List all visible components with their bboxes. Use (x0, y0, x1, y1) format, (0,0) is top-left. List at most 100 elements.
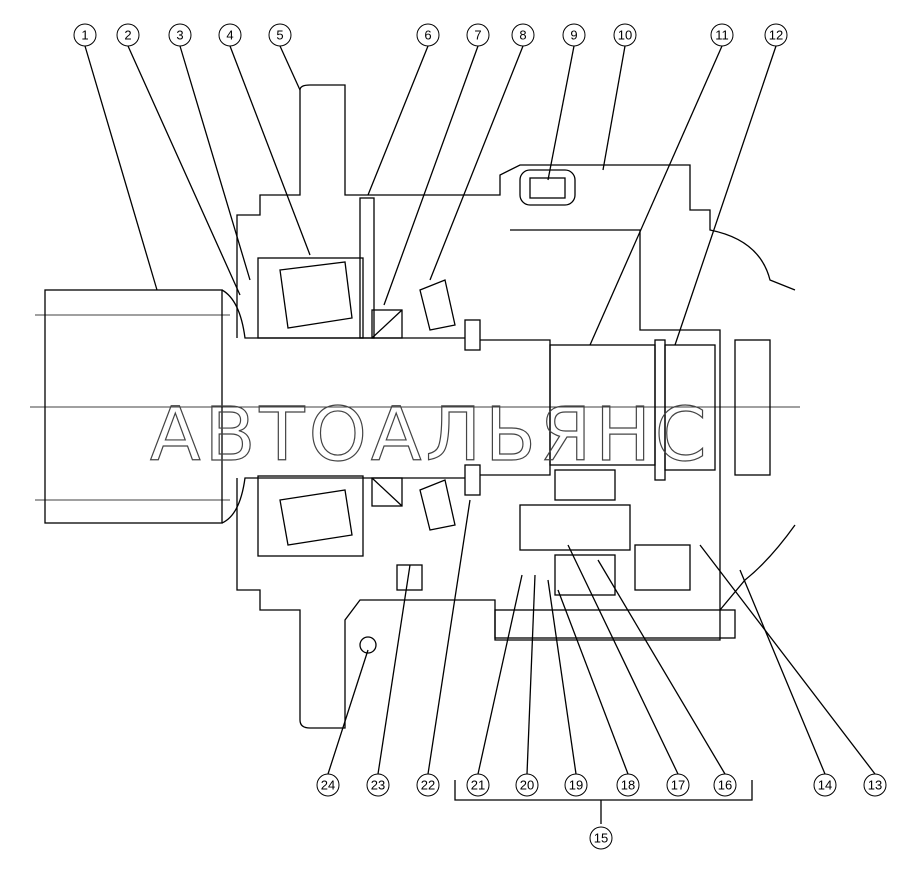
callout-20: 20 (515, 574, 539, 797)
callout-label: 20 (520, 778, 534, 793)
leader-line (179, 45, 251, 281)
callout-5: 5 (268, 23, 301, 91)
callout-circle (73, 23, 97, 47)
callout-12: 12 (674, 23, 788, 346)
leader-line (602, 45, 626, 171)
callout-circle (713, 773, 737, 797)
callout-label: 11 (715, 28, 729, 43)
watermark: АВТОАЛЬЯНС (150, 392, 711, 478)
callout-label: 5 (276, 28, 283, 43)
leader-line (383, 45, 479, 306)
leader-line (229, 45, 311, 256)
callout-label: 4 (226, 28, 233, 43)
callout-circle (562, 23, 586, 47)
callout-circle (466, 23, 490, 47)
leader-line (377, 564, 411, 775)
leader-line (427, 499, 471, 775)
callout-label: 13 (868, 778, 882, 793)
leader-line (526, 574, 536, 775)
leader-line (477, 574, 523, 775)
callout-19: 19 (547, 579, 588, 797)
callout-circle (813, 773, 837, 797)
callout-label: 7 (474, 28, 481, 43)
callout-circle (168, 23, 192, 47)
callout-16: 16 (597, 559, 737, 797)
callout-17: 17 (567, 544, 690, 797)
callout-label: 6 (424, 28, 431, 43)
callout-circle (416, 773, 440, 797)
leader-line (327, 649, 369, 775)
leader-line (367, 45, 429, 196)
leader-line (674, 45, 777, 346)
callout-label: 19 (569, 778, 583, 793)
callout-label: 1 (81, 28, 88, 43)
callout-label: 12 (769, 28, 783, 43)
callout-label: 23 (371, 778, 385, 793)
callout-9: 9 (547, 23, 586, 181)
callout-label: 10 (618, 28, 632, 43)
callout-circle (316, 773, 340, 797)
callout-label: 2 (124, 28, 131, 43)
callout-label: 17 (671, 778, 685, 793)
callout-label: 8 (519, 28, 526, 43)
callout-13: 13 (699, 544, 887, 797)
callout-4: 4 (218, 23, 311, 256)
callout-22: 22 (416, 499, 471, 797)
callout-label: 14 (818, 778, 832, 793)
callout-label: 21 (471, 778, 485, 793)
callout-circle (466, 773, 490, 797)
callout-circle (613, 23, 637, 47)
callout-circle (564, 773, 588, 797)
callout-21: 21 (466, 574, 523, 797)
leader-line (279, 45, 301, 91)
callout-circle (589, 826, 613, 850)
callout-label: 22 (421, 778, 435, 793)
leader-line (547, 579, 577, 775)
callout-label: 15 (594, 831, 608, 846)
leader-line (547, 45, 575, 181)
callout-6: 6 (367, 23, 440, 196)
part-drawing (30, 84, 800, 729)
leader-line (127, 45, 241, 296)
leader-line (557, 589, 629, 775)
callout-10: 10 (602, 23, 637, 171)
leader-line (597, 559, 726, 775)
callout-circle (511, 23, 535, 47)
leader-line (567, 544, 679, 775)
callout-circle (666, 773, 690, 797)
leader-line (84, 45, 158, 291)
callout-8: 8 (429, 23, 535, 281)
callout-label: 18 (621, 778, 635, 793)
callout-circle (710, 23, 734, 47)
callout-circle (863, 773, 887, 797)
callout-15: 15 (589, 826, 613, 850)
callout-11: 11 (589, 23, 734, 346)
callout-14: 14 (739, 569, 837, 797)
callout-circle (116, 23, 140, 47)
callout-24: 24 (316, 649, 369, 797)
leader-line (739, 569, 826, 775)
callout-18: 18 (557, 589, 640, 797)
leader-line (699, 544, 876, 775)
callout-label: 16 (718, 778, 732, 793)
callout-label: 9 (570, 28, 577, 43)
callout-7: 7 (383, 23, 490, 306)
callout-circle (616, 773, 640, 797)
callout-circle (268, 23, 292, 47)
callout-3: 3 (168, 23, 251, 281)
leader-line (429, 45, 524, 281)
callout-circle (416, 23, 440, 47)
callout-1: 1 (73, 23, 158, 291)
callout-23: 23 (366, 564, 411, 797)
leader-line (589, 45, 723, 346)
callout-label: 3 (176, 28, 183, 43)
callout-label: 24 (321, 778, 335, 793)
callout-circle (218, 23, 242, 47)
callout-circle (366, 773, 390, 797)
callout-2: 2 (116, 23, 241, 296)
callout-circle (515, 773, 539, 797)
group-bracket-15 (454, 780, 753, 824)
axle-shaft (44, 289, 223, 524)
